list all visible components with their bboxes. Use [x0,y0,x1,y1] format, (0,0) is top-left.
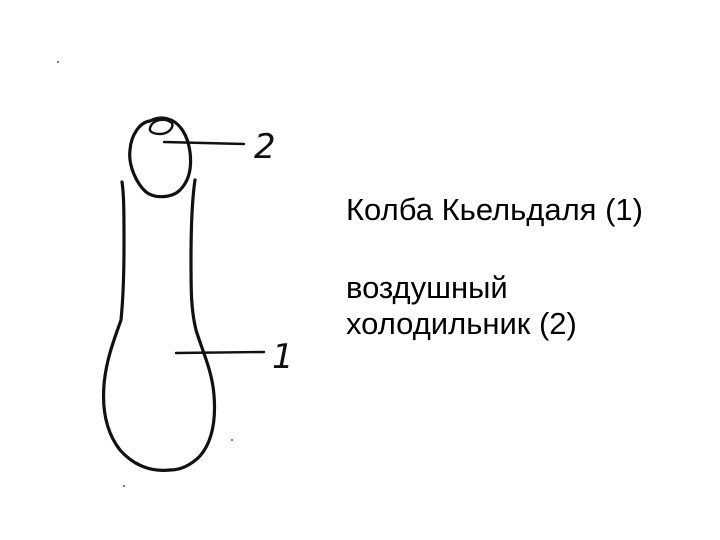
caption-block: Колба Кьельдаля (1) воздушный холодильни… [346,192,706,342]
condenser-caption: воздушный холодильник (2) [346,270,706,342]
flask-caption: Колба Кьельдаля (1) [346,192,643,227]
flask-callout-number: 1 [272,337,294,377]
scan-speck [123,485,125,487]
kjeldahl-flask [101,178,217,472]
scan-speck [231,439,233,441]
air-condenser-bulb [128,116,193,199]
condenser-caption-line-1: воздушный [346,270,508,305]
condenser-callout-number: 2 [254,127,276,167]
scan-speck [57,61,59,63]
condenser-leader-line [162,140,246,146]
flask-leader-line [174,350,266,355]
condenser-caption-line-2: холодильник (2) [346,306,577,341]
